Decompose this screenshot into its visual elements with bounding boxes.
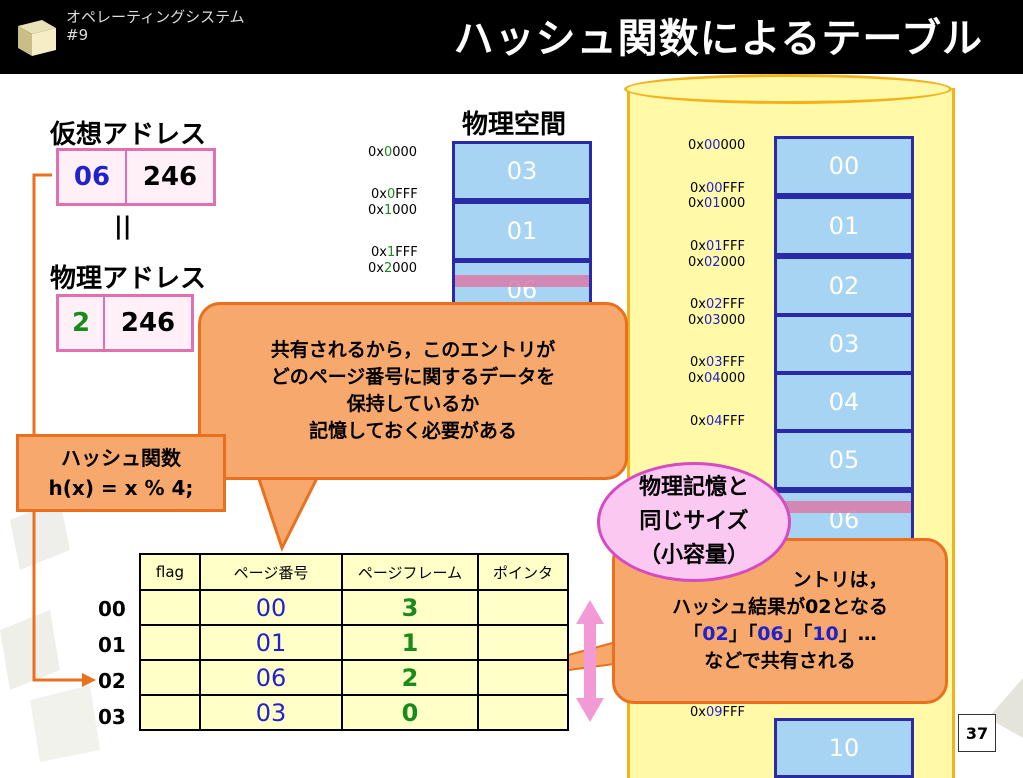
- decorative-shape-right: [988, 678, 1023, 738]
- column-header-page-number: ページ番号: [199, 553, 343, 591]
- virtual-block: 02: [774, 256, 914, 316]
- virtual-address-label: 0x09FFF: [690, 705, 745, 720]
- hash-function-formula: h(x) = x % 4;: [48, 476, 194, 500]
- table-row-label: 03: [98, 705, 126, 729]
- flag-cell: [139, 589, 201, 626]
- pointer-cell: [477, 659, 569, 696]
- virtual-block: 00: [774, 136, 914, 196]
- physical-address-label: 物理アドレス: [50, 264, 207, 294]
- table-row-label: 02: [98, 669, 126, 693]
- slide-header: オペレーティングシステム #9 ハッシュ関数によるテーブル: [0, 0, 1023, 74]
- physical-space-label: 物理空間: [462, 110, 567, 140]
- virtual-block: 05: [774, 430, 914, 490]
- slide-title: ハッシュ関数によるテーブル: [453, 16, 983, 62]
- pointer-cell: [477, 624, 569, 661]
- slide-number: 37: [958, 714, 996, 752]
- virtual-address-box: 06 246: [56, 148, 216, 206]
- page-number-cell: 03: [199, 694, 343, 731]
- table-row-label: 01: [98, 633, 126, 657]
- physical-offset: 246: [120, 308, 176, 338]
- physical-address-box: 2 246: [56, 294, 194, 352]
- callout-line: などで共有される: [704, 650, 856, 672]
- table-header-row: flag ページ番号 ページフレーム ポインタ: [139, 553, 569, 591]
- bubble-line: 物理記憶と: [638, 475, 749, 500]
- equals-sign: ||: [114, 212, 132, 240]
- callout-line: 保持しているか: [346, 393, 480, 415]
- virtual-address-label: 0x03FFF: [690, 355, 745, 370]
- bubble-line: （小容量）: [638, 543, 749, 568]
- hash-page-table: flag ページ番号 ページフレーム ポインタ 00 3 01 1 06 2 0…: [139, 553, 569, 731]
- physical-block: 03: [452, 141, 592, 201]
- course-name: オペレーティングシステム #9: [66, 8, 245, 44]
- hash-function-box: ハッシュ関数 h(x) = x % 4;: [16, 434, 226, 512]
- physical-address-label: 0x0FFF: [371, 187, 418, 202]
- physical-address-label: 0x0000: [368, 145, 418, 160]
- cube-logo-icon: [18, 20, 56, 56]
- page-frame-cell: 3: [341, 589, 479, 626]
- virtual-address-label: 0x04000: [688, 371, 746, 386]
- callout-line: ントリは，: [792, 569, 888, 591]
- callout-line: 記憶しておく必要がある: [309, 420, 517, 442]
- highlight-strip: [777, 501, 911, 513]
- physical-address-label: 0x1000: [368, 203, 418, 218]
- page-number-cell: 01: [199, 624, 343, 661]
- virtual-address-label: 0x04FFF: [690, 414, 745, 429]
- virtual-address-label: 0x02000: [688, 255, 746, 270]
- virtual-page-number: 06: [59, 151, 127, 203]
- virtual-address-label: 0x03000: [688, 313, 746, 328]
- decorative-shapes: [0, 500, 100, 762]
- bubble-line: 同じサイズ: [639, 509, 749, 534]
- flag-cell: [139, 624, 201, 661]
- page-number-cell: 00: [199, 589, 343, 626]
- column-header-pointer: ポインタ: [477, 553, 569, 591]
- table-row: 00 3: [139, 589, 569, 626]
- table-row: 03 0: [139, 694, 569, 731]
- virtual-space-cylinder-top: [624, 74, 952, 104]
- callout-line: 共有されるから，このエントリが: [270, 339, 556, 361]
- page-frame-cell: 0: [341, 694, 479, 731]
- physical-address-label: 0x1FFF: [371, 245, 418, 260]
- highlight-strip: [455, 275, 589, 287]
- virtual-address-label: 仮想アドレス: [50, 120, 207, 150]
- virtual-address-label: 0x01000: [688, 196, 746, 211]
- callout-line: ハッシュ結果が02となる: [672, 596, 888, 618]
- pointer-cell: [477, 589, 569, 626]
- physical-address-label: 0x2000: [368, 261, 418, 276]
- flag-cell: [139, 694, 201, 731]
- column-header-flag: flag: [139, 553, 201, 591]
- table-row-label: 00: [98, 597, 126, 621]
- flag-cell: [139, 659, 201, 696]
- virtual-address-label: 0x02FFF: [690, 297, 745, 312]
- page-number-cell: 06: [199, 659, 343, 696]
- physical-block: 01: [452, 201, 592, 261]
- column-header-page-frame: ページフレーム: [341, 553, 479, 591]
- page-frame-cell: 1: [341, 624, 479, 661]
- hash-function-title: ハッシュ関数: [61, 446, 181, 470]
- callout-line: 「02」「06」「10」…: [683, 623, 877, 645]
- table-row: 01 1: [139, 624, 569, 661]
- same-size-bubble: 物理記憶と 同じサイズ （小容量）: [597, 462, 791, 582]
- lecture-number: #9: [66, 26, 89, 44]
- course-title: オペレーティングシステム: [66, 8, 245, 26]
- physical-frame-number: 2: [59, 297, 105, 349]
- virtual-address-label: 0x00FFF: [690, 181, 745, 196]
- pointer-cell: [477, 694, 569, 731]
- page-frame-cell: 2: [341, 659, 479, 696]
- virtual-block: 01: [774, 196, 914, 256]
- virtual-offset: 246: [142, 162, 198, 192]
- shared-entry-callout: 共有されるから，このエントリが どのページ番号に関するデータを 保持しているか …: [198, 302, 628, 480]
- virtual-address-label: 0x01FFF: [690, 239, 745, 254]
- callout-line: どのページ番号に関するデータを: [270, 366, 556, 388]
- table-row: 06 2: [139, 659, 569, 696]
- virtual-address-label: 0x00000: [688, 138, 746, 153]
